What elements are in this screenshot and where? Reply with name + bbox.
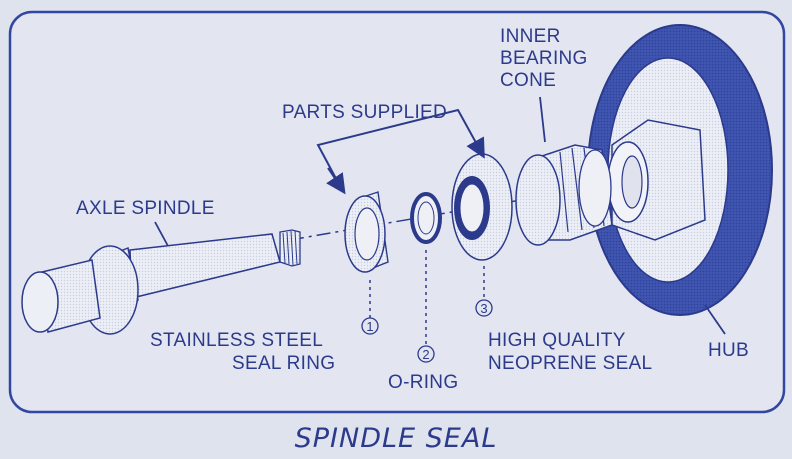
hub-leader xyxy=(704,304,726,335)
inner-bearing-cone xyxy=(515,144,613,246)
seal-ring xyxy=(344,191,389,273)
o-ring-label: O-RING xyxy=(388,372,458,393)
seal-ring-label-line1: STAINLESS STEEL xyxy=(150,330,323,351)
parts-supplied-bracket xyxy=(316,108,485,195)
diagram-frame xyxy=(8,10,786,414)
axle-spindle-label: AXLE SPINDLE xyxy=(76,198,215,219)
part-number-3-circle xyxy=(475,299,493,317)
parts-supplied-label: PARTS SUPPLIED xyxy=(282,102,447,123)
seal-ring-label-line2: SEAL RING xyxy=(232,353,335,374)
diagram-title: SPINDLE SEAL xyxy=(295,423,498,454)
part-number-1: 1 xyxy=(366,319,373,334)
inner-bearing-label-line2: BEARING xyxy=(500,48,588,69)
part-number-3: 3 xyxy=(480,301,487,316)
part-number-2-circle xyxy=(417,345,435,363)
part-number-2: 2 xyxy=(422,347,429,362)
inner-bearing-label-line3: CONE xyxy=(500,70,556,91)
neoprene-label-line2: NEOPRENE SEAL xyxy=(488,353,652,374)
part-number-1-circle xyxy=(361,317,379,335)
bearing-leader xyxy=(539,96,546,143)
hub-label: HUB xyxy=(708,340,749,361)
hub xyxy=(587,24,773,316)
neoprene-label-line1: HIGH QUALITY xyxy=(488,330,626,351)
o-ring xyxy=(410,192,442,244)
axle-spindle xyxy=(21,229,301,335)
inner-bearing-label-line1: INNER xyxy=(500,26,561,47)
axle-leader xyxy=(154,221,169,247)
neoprene-seal xyxy=(451,153,513,261)
